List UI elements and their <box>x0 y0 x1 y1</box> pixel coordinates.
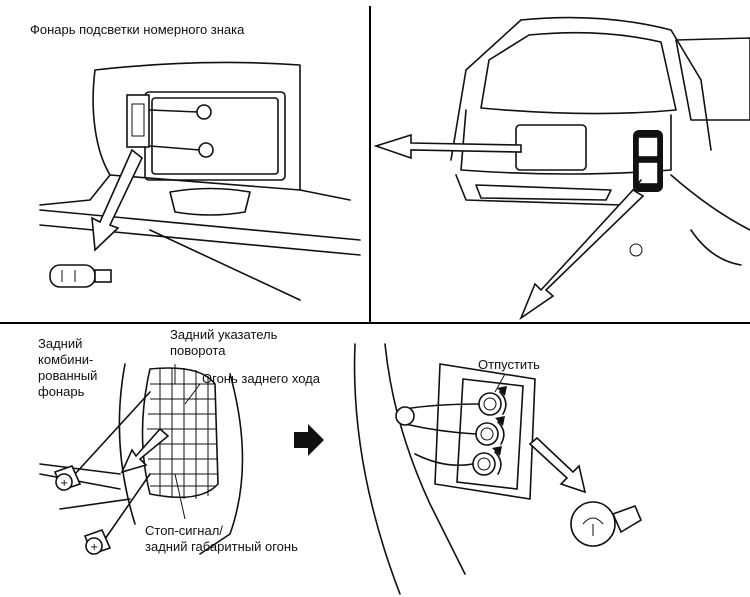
bulb-icon <box>570 501 643 547</box>
turn-signal-label: Задний указатель поворота <box>170 327 278 358</box>
vertical-divider <box>369 6 371 324</box>
screw-icon <box>149 142 214 158</box>
panel-rear-combo-lamp: + + Задний комбини- рованный фонарь Задн… <box>0 324 345 597</box>
license-lamp-label: Фонарь подсветки номерного знака <box>30 22 245 37</box>
vehicle-rear-illustration <box>373 16 750 321</box>
rear-combo-lamp-illustration: + + <box>39 363 244 555</box>
panel-vehicle-rear <box>371 0 750 322</box>
svg-text:+: + <box>90 542 98 553</box>
bulb-socket-illustration <box>353 343 643 595</box>
horizontal-divider <box>0 322 750 324</box>
panel-bulb-socket: Отпустить <box>345 324 750 597</box>
release-label: Отпустить <box>478 357 540 372</box>
wedge-bulb-icon <box>49 264 112 288</box>
screw-icon: + <box>83 473 151 555</box>
step-arrow <box>290 420 330 460</box>
screw-icon: + <box>53 391 151 491</box>
panel-license-lamp: Фонарь подсветки номерного знака <box>0 0 368 322</box>
socket-icon <box>475 422 499 446</box>
arrow-right-icon <box>294 424 324 456</box>
stop-tail-lamp-label: Стоп-сигнал/ задний габаритный огонь <box>145 523 298 554</box>
svg-text:+: + <box>60 478 68 489</box>
license-lamp-illustration <box>39 61 361 301</box>
rear-combo-lamp-label: Задний комбини- рованный фонарь <box>38 336 98 399</box>
screw-icon <box>149 104 212 120</box>
reverse-lamp-label: Огонь заднего хода <box>202 371 320 386</box>
socket-icon <box>478 392 502 416</box>
socket-icon <box>472 452 496 476</box>
